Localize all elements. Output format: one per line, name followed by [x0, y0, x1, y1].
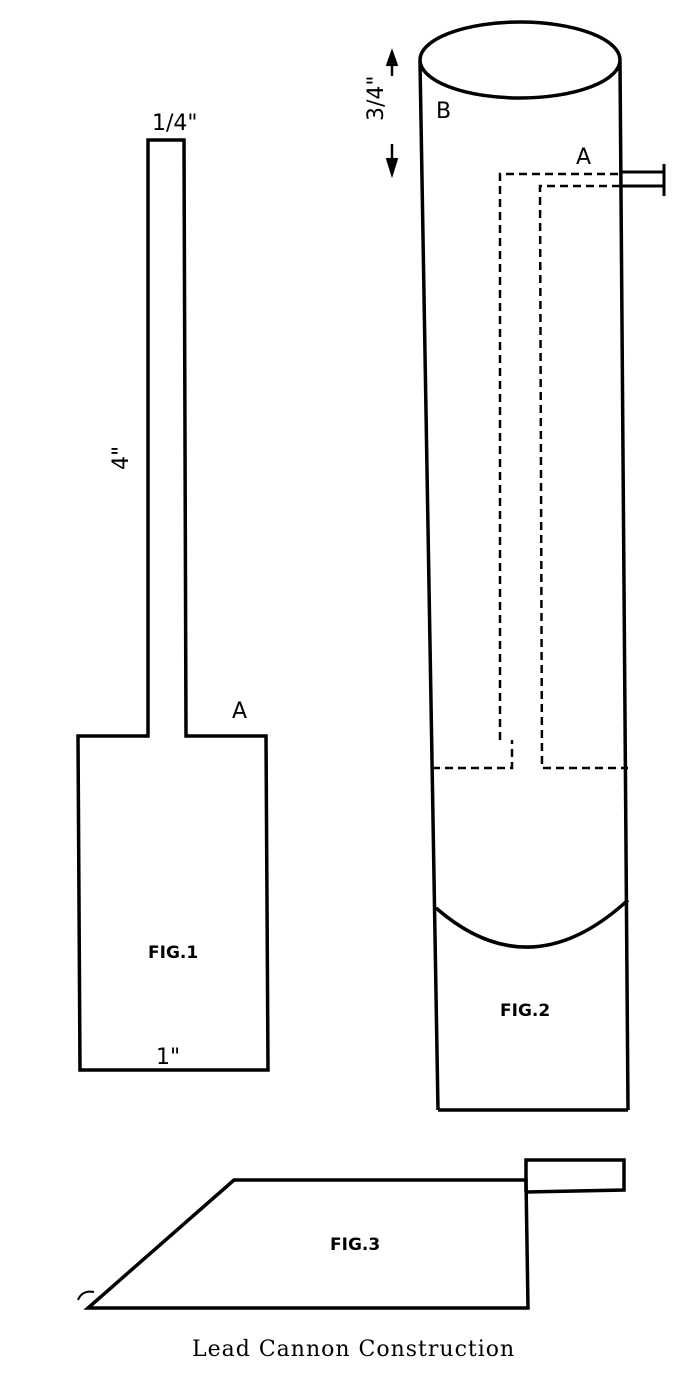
fig1-point-a: A — [232, 699, 247, 724]
fig2-cylinder-top — [418, 20, 622, 100]
fig2-touch-hole-pin — [620, 164, 666, 196]
fig2-cut-curve — [434, 898, 630, 949]
fig1-title: FIG.1 — [148, 943, 198, 963]
fig3-base-outline — [83, 1178, 530, 1310]
fig2-bore-dashed — [432, 172, 628, 770]
fig2-point-b: B — [436, 99, 451, 124]
fig1-base-width-label: 1" — [156, 1045, 180, 1070]
fig1-length-label: 4" — [109, 446, 134, 470]
fig2-point-a: A — [576, 145, 591, 170]
fig2-height-label: 3/4" — [364, 75, 389, 121]
caption: Lead Cannon Construction — [192, 1337, 515, 1362]
fig3-barrel — [524, 1158, 626, 1194]
fig2-title: FIG.2 — [500, 1001, 550, 1021]
fig1-mold-outline — [76, 138, 270, 1072]
fig2-dimension-arrows — [385, 48, 399, 179]
fig3-title: FIG.3 — [330, 1235, 380, 1255]
fig1-top-width-label: 1/4" — [152, 111, 198, 136]
